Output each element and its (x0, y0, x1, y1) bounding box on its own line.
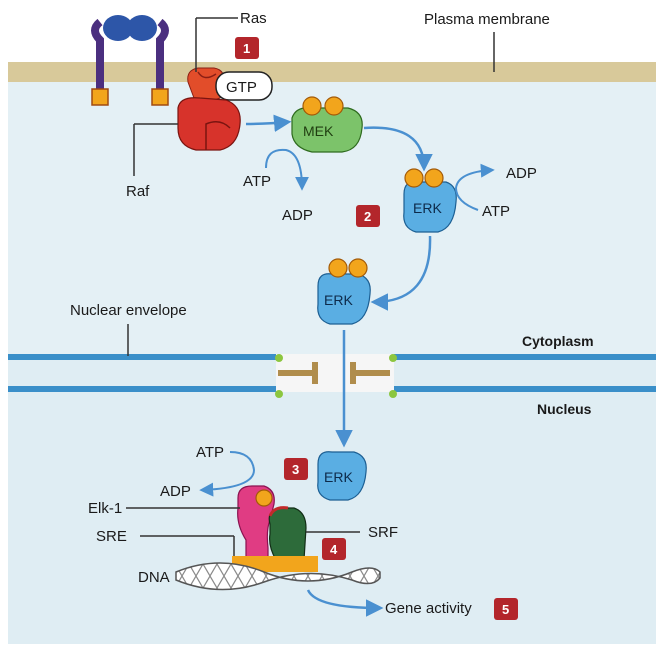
step-3-badge (284, 458, 308, 480)
step-2-badge (356, 205, 380, 227)
arrow-erk-translocate (370, 235, 432, 311)
srf-top-icon (268, 506, 289, 517)
raf-detail (205, 121, 231, 150)
arrow-gene-activity (306, 589, 384, 617)
nucleus-label: Nucleus (537, 401, 592, 417)
elk-adp-label: ADP (160, 483, 191, 500)
sre-label: SRE (96, 528, 127, 545)
mek-atp-label: ATP (243, 173, 271, 190)
erk-translocating-label: ERK (324, 292, 353, 308)
gtp-box (215, 71, 273, 101)
plasma-membrane (8, 62, 656, 82)
erk-cyto-phosphate-2 (424, 168, 444, 188)
erk-translocating-icon (317, 273, 371, 325)
erk-cyto-phosphate-1 (404, 168, 424, 188)
mek-label: MEK (303, 123, 334, 139)
arrow-mek-atp-adp (265, 148, 309, 191)
raf-label: Raf (126, 183, 150, 200)
gene-activity-label: Gene activity (385, 600, 472, 617)
erk-adp-label: ADP (506, 165, 537, 182)
raf-icon (177, 97, 241, 151)
mek-adp-label: ADP (282, 207, 313, 224)
dna-label: DNA (138, 569, 170, 586)
arrow-mek-erk (363, 126, 433, 172)
step-4-badge (322, 538, 346, 560)
plasma-membrane-label: Plasma membrane (424, 11, 550, 28)
step-1-number: 1 (243, 41, 250, 56)
erk-nucleus-label: ERK (324, 469, 353, 485)
arrow-erk-atp-adp (454, 163, 495, 211)
elk1-label: Elk-1 (88, 500, 122, 517)
cytoplasm-label: Cytoplasm (522, 333, 594, 349)
step-3-number: 3 (292, 462, 299, 477)
erk-atp-label: ATP (482, 203, 510, 220)
mek-phosphate-2 (324, 96, 344, 116)
mek-phosphate-1 (302, 96, 322, 116)
srf-label: SRF (368, 524, 398, 541)
erk-nucleus-icon (317, 451, 367, 501)
elk1-phosphate (255, 489, 273, 507)
arrow-raf-mek (245, 114, 292, 132)
ras-label: Ras (240, 10, 267, 27)
step-5-badge (494, 598, 518, 620)
step-1-badge (235, 37, 259, 59)
srf-icon (268, 507, 307, 561)
step-5-number: 5 (502, 602, 509, 617)
step-2-number: 2 (364, 209, 371, 224)
arrow-elk-atp-adp (199, 451, 256, 497)
gtp-label: GTP (226, 79, 257, 96)
step-4-number: 4 (330, 542, 338, 557)
dna-helix-icon (175, 562, 381, 591)
erk-cyto-label: ERK (413, 200, 442, 216)
erk-translocating-phosphate-2 (348, 258, 368, 278)
nuclear-envelope-label: Nuclear envelope (70, 302, 187, 319)
erk-translocating-phosphate-1 (328, 258, 348, 278)
nuclear-pore (275, 354, 397, 398)
elk-atp-label: ATP (196, 444, 224, 461)
receptor-icon (91, 15, 169, 106)
